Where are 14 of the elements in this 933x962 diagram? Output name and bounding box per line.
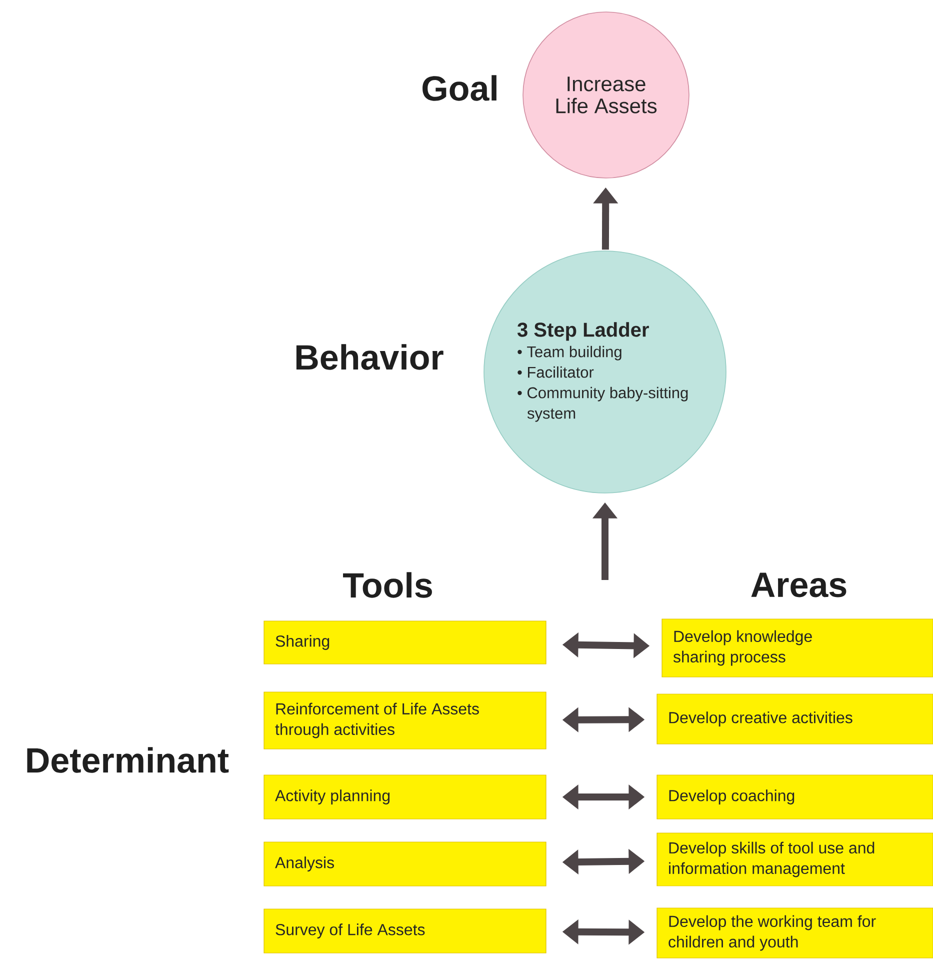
text-box: Activity planning — [264, 774, 546, 820]
text-box: Develop knowledge sharing process — [662, 618, 933, 678]
text-box: Reinforcement of Life Assets through activities — [264, 692, 546, 750]
heading: Tools — [343, 572, 432, 598]
text-box: Develop the working team for children and youth — [656, 908, 933, 958]
heading: Areas — [751, 572, 846, 598]
text-box: Survey of Life Assets — [264, 908, 546, 954]
text-box: Develop creative activities — [656, 694, 933, 744]
heading: Behavior — [296, 344, 444, 370]
text-box: Develop skills of tool use and information management — [656, 832, 933, 886]
heading: Determinant — [27, 747, 229, 773]
text-box: Develop coaching — [656, 774, 933, 820]
text-box: Sharing — [264, 620, 546, 664]
text-box: Analysis — [264, 842, 546, 886]
